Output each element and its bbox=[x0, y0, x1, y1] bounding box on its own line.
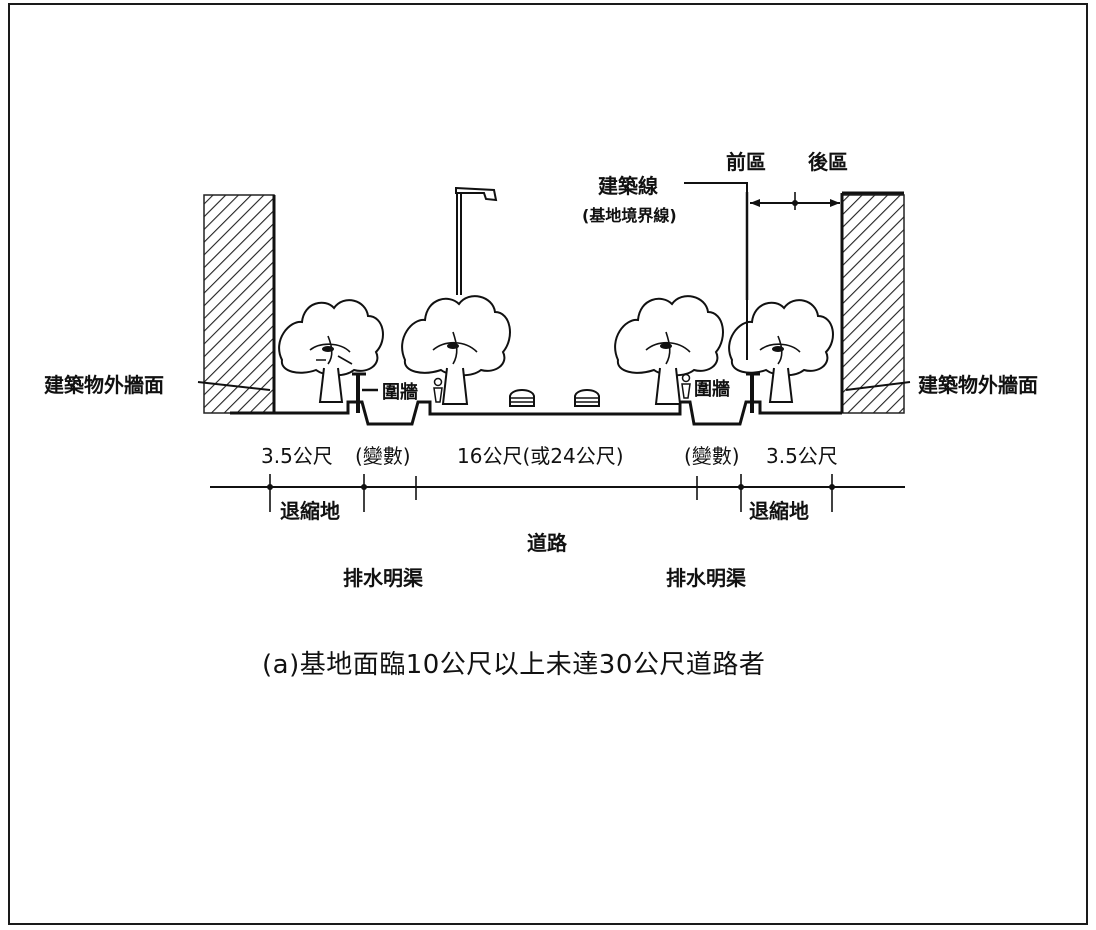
dim-right-variable: (變數) bbox=[684, 444, 740, 468]
wall-right-label: 建築物外牆面 bbox=[918, 373, 1038, 397]
fence-right-label: 圍牆 bbox=[694, 379, 730, 400]
tree bbox=[401, 295, 511, 405]
fence-left-label: 圍牆 bbox=[382, 382, 418, 403]
rear-zone-label: 後區 bbox=[808, 150, 848, 174]
dimension-line bbox=[210, 474, 905, 512]
dim-road: 16公尺(或24公尺) bbox=[457, 444, 624, 468]
figure-caption: (a)基地面臨10公尺以上未達30公尺道路者 bbox=[262, 650, 766, 680]
wall-left-leader bbox=[197, 381, 271, 391]
tree bbox=[278, 299, 384, 403]
setback-left-label: 退縮地 bbox=[280, 499, 340, 523]
fence-left bbox=[352, 372, 378, 413]
wall-left-label: 建築物外牆面 bbox=[44, 373, 164, 397]
dim-left-variable: (變數) bbox=[355, 444, 411, 468]
wall-right-leader bbox=[845, 381, 911, 391]
left-building bbox=[203, 194, 276, 414]
site-boundary-label: (基地境界線) bbox=[582, 206, 677, 225]
setback-right-label: 退縮地 bbox=[749, 499, 809, 523]
ditch-right-label: 排水明渠 bbox=[666, 566, 746, 590]
car-icon bbox=[509, 389, 535, 407]
pedestrian-icon bbox=[681, 373, 691, 399]
tree bbox=[728, 299, 834, 403]
road-label: 道路 bbox=[527, 531, 567, 555]
figure-frame bbox=[8, 3, 1088, 925]
pedestrian-icon bbox=[433, 377, 443, 403]
tree bbox=[614, 295, 724, 405]
zone-dimension bbox=[750, 192, 840, 210]
building-line-leader bbox=[684, 182, 748, 192]
car-icon bbox=[574, 389, 600, 407]
dim-right-setback: 3.5公尺 bbox=[766, 444, 838, 468]
dim-left-setback: 3.5公尺 bbox=[261, 444, 333, 468]
street-lamp bbox=[455, 186, 498, 295]
right-building bbox=[840, 191, 905, 414]
ditch-left-label: 排水明渠 bbox=[343, 566, 423, 590]
fence-right bbox=[746, 372, 760, 413]
front-zone-label: 前區 bbox=[726, 150, 766, 174]
building-line-label: 建築線 bbox=[598, 174, 658, 198]
